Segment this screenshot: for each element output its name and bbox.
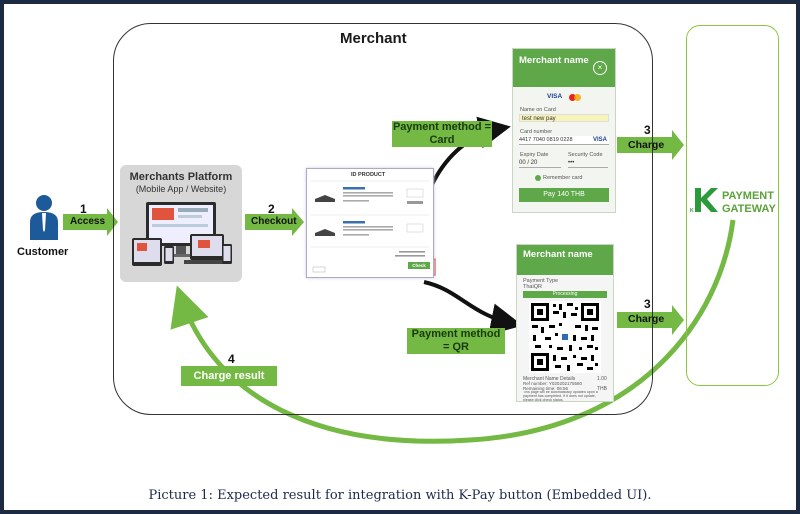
- payment-method-qr-label: Payment method = QR: [407, 328, 505, 354]
- gateway-line-2: GATEWAY: [722, 202, 776, 215]
- charge-qr-label: Charge: [628, 313, 665, 325]
- charge-qr-arrow: [617, 305, 684, 335]
- charge-card-arrow: [617, 130, 684, 160]
- charge-card-label: Charge: [628, 139, 665, 151]
- qr-remaining-time: Remaining time: 06:56: [523, 386, 569, 391]
- name-on-card-field[interactable]: test new pay: [519, 114, 609, 122]
- security-code-field[interactable]: •••: [568, 159, 608, 168]
- gateway-line-1: PAYMENT: [722, 190, 774, 202]
- card-number-label: Card number: [520, 129, 553, 135]
- mastercard-icon: [569, 94, 581, 101]
- k-logo-icon: [695, 188, 718, 212]
- qr-ref-line: Ref number: Y020202175560: [523, 381, 582, 386]
- checkout-page-header: ID PRODUCT: [351, 172, 386, 178]
- access-label: Access: [70, 216, 106, 227]
- card-number-field[interactable]: 4417 7040 0819 0228: [519, 136, 609, 145]
- close-icon[interactable]: ×: [593, 61, 607, 75]
- security-code-label: Security Code: [568, 152, 603, 158]
- payment-type-label: Payment Type: [523, 278, 559, 284]
- card-brands: VISA: [547, 93, 563, 100]
- qr-currency: THB: [597, 386, 607, 392]
- qr-curve: [423, 280, 523, 335]
- customer-icon: [30, 195, 58, 240]
- qr-payment-form: Merchant name Payment Type ThaiQR Proces…: [516, 244, 614, 402]
- checkout-page-button[interactable]: Check: [408, 262, 430, 269]
- step-3-qr-number: 3: [644, 297, 651, 311]
- name-on-card-label: Name on Card: [520, 107, 556, 113]
- payment-type-value: ThaiQR: [523, 284, 542, 290]
- pay-button[interactable]: Pay 140 THB: [519, 188, 609, 202]
- processing-badge: Processing: [523, 291, 607, 298]
- merchant-title: Merchant: [340, 30, 407, 47]
- remember-card-label: Remember card: [543, 175, 583, 181]
- access-arrow: [63, 208, 118, 236]
- gateway-logo-letter: K: [690, 208, 694, 214]
- qr-footer-note: This page will be automatically updated …: [523, 391, 598, 401]
- card-payment-form: Merchant name × VISA Name on Card test n…: [512, 48, 616, 213]
- step-1-number: 1: [80, 202, 87, 216]
- card-number-brand: VISA: [593, 137, 608, 143]
- step-2-number: 2: [268, 202, 275, 216]
- qr-code: [529, 301, 601, 373]
- remember-checkbox[interactable]: [535, 175, 541, 181]
- charge-result-label: Charge result: [181, 366, 277, 386]
- checkout-page-content: [311, 180, 429, 273]
- gateway-boundary: [686, 25, 779, 386]
- figure-caption: Picture 1: Expected result for integrati…: [148, 488, 652, 503]
- expiry-label: Expiry Date: [520, 152, 549, 158]
- merchant-boundary: [113, 23, 653, 415]
- checkout-arrow: [245, 208, 304, 236]
- qr-form-header: Merchant name: [517, 245, 613, 275]
- step-4-number: 4: [228, 352, 235, 366]
- payment-gateway-label: PAYMENT GATEWAY: [722, 190, 776, 215]
- merchants-platform: Merchants Platform (Mobile App / Website…: [120, 165, 242, 282]
- step-3-card-number: 3: [644, 123, 651, 137]
- qr-merchant-line: Merchant Name Details: [523, 376, 576, 382]
- expiry-field[interactable]: 00 / 20: [519, 159, 561, 168]
- devices-illustration: [132, 202, 232, 266]
- payment-method-card-label: Payment method = Card: [392, 121, 492, 147]
- platform-subtitle: (Mobile App / Website): [135, 184, 227, 194]
- checkout-label: Checkout: [251, 216, 297, 227]
- checkout-page: ID PRODUCT Check: [306, 168, 434, 278]
- platform-title: Merchants Platform: [129, 171, 233, 183]
- qr-amount: 1.00: [597, 376, 607, 382]
- customer-label: Customer: [17, 246, 69, 258]
